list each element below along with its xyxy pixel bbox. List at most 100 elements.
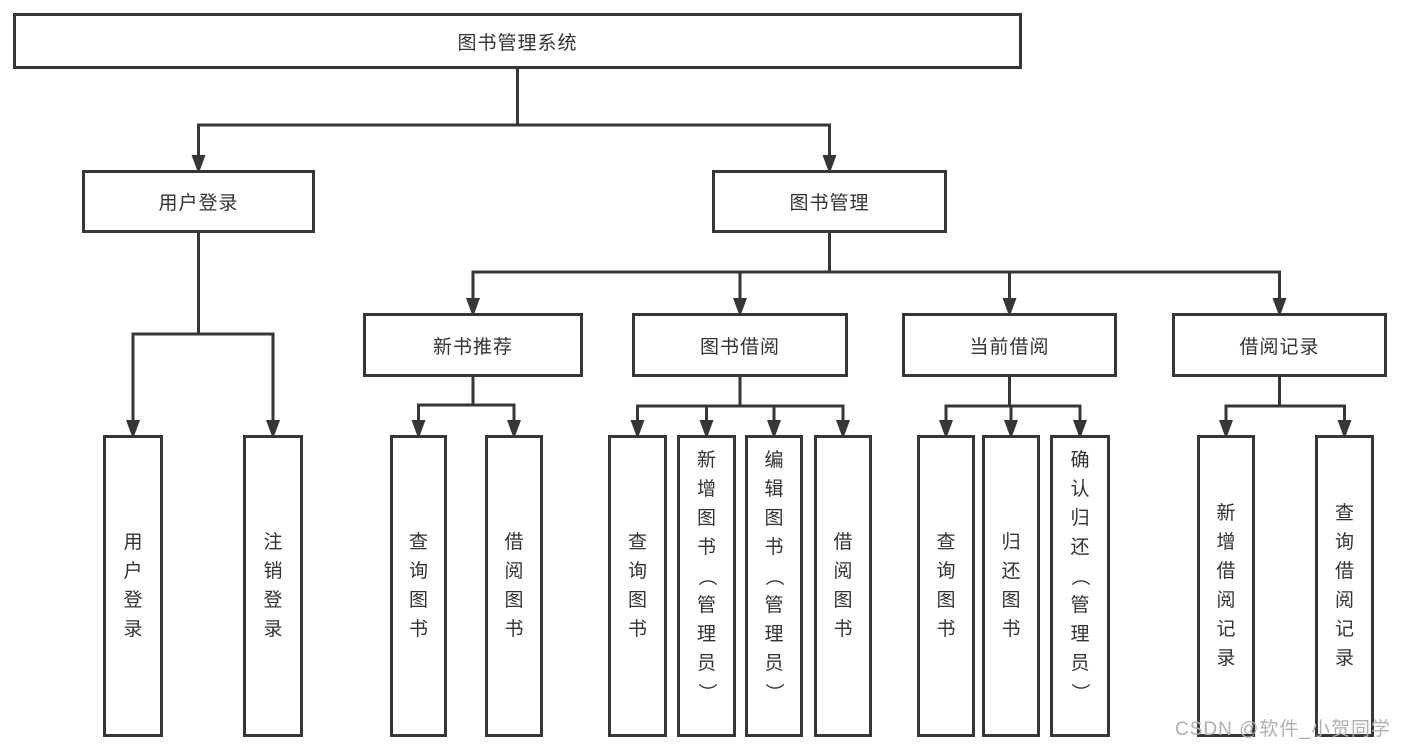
vertical-char: 户 (123, 561, 143, 582)
vertical-char: 还 (1001, 561, 1021, 582)
vertical-char: 图 (1001, 590, 1021, 611)
node-label-leaf-add-borrow-record: 新增借阅记录 (1216, 499, 1235, 673)
node-leaf-query-book-current: 查询图书 (917, 435, 975, 737)
vertical-char: 询 (936, 561, 956, 582)
node-leaf-edit-book: 编辑图书（管理员） (745, 435, 803, 737)
vertical-char: 书 (627, 619, 647, 640)
vertical-char: 销 (263, 561, 283, 582)
vertical-char: 理 (764, 624, 784, 645)
vertical-char: 录 (1334, 648, 1354, 669)
node-label-root: 图书管理系统 (457, 32, 578, 54)
vertical-char: 记 (1216, 619, 1236, 640)
node-label-leaf-borrow-book: 借阅图书 (833, 528, 852, 644)
vertical-char: （ (695, 566, 717, 587)
node-leaf-logout: 注销登录 (243, 435, 303, 737)
vertical-char: 归 (1070, 508, 1090, 529)
vertical-char: ） (1069, 682, 1091, 703)
arrowhead (733, 298, 747, 317)
vertical-char: 借 (504, 532, 524, 553)
node-new-book-rec: 新书推荐 (363, 313, 583, 377)
vertical-char: 书 (936, 619, 956, 640)
vertical-char: 图 (936, 590, 956, 611)
vertical-char: ） (695, 682, 717, 703)
vertical-char: 查 (408, 532, 428, 553)
vertical-char: 借 (1216, 561, 1236, 582)
vertical-char: 录 (1216, 648, 1236, 669)
vertical-char: 借 (1334, 561, 1354, 582)
vertical-char: 图 (764, 508, 784, 529)
node-user-login: 用户登录 (82, 170, 315, 233)
vertical-char: 借 (833, 532, 853, 553)
vertical-char: 图 (504, 590, 524, 611)
vertical-char: 登 (123, 590, 143, 611)
node-leaf-return-book: 归还图书 (982, 435, 1040, 737)
node-leaf-query-borrow-record: 查询借阅记录 (1315, 435, 1374, 737)
node-book-mgmt: 图书管理 (712, 170, 947, 233)
node-label-borrow-records: 借阅记录 (1239, 336, 1320, 358)
vertical-char: 阅 (504, 561, 524, 582)
vertical-char: 书 (696, 537, 716, 558)
node-label-book-borrow: 图书借阅 (699, 336, 780, 358)
arrowhead (699, 420, 714, 439)
node-current-borrow: 当前借阅 (902, 313, 1117, 377)
vertical-char: 询 (627, 561, 647, 582)
vertical-char: 管 (1070, 595, 1090, 616)
node-label-current-borrow: 当前借阅 (969, 336, 1050, 358)
arrowhead (411, 420, 426, 439)
vertical-char: 书 (764, 537, 784, 558)
vertical-char: 图 (696, 508, 716, 529)
node-label-leaf-query-borrow-record: 查询借阅记录 (1335, 499, 1354, 673)
vertical-char: 管 (764, 595, 784, 616)
vertical-char: 书 (1001, 619, 1021, 640)
vertical-char: 录 (123, 619, 143, 640)
node-label-book-mgmt: 图书管理 (789, 193, 870, 214)
vertical-char: （ (763, 566, 785, 587)
vertical-char: 录 (263, 619, 283, 640)
vertical-char: 登 (263, 590, 283, 611)
arrowhead (822, 155, 837, 174)
node-leaf-borrow-book-rec: 借阅图书 (485, 435, 543, 737)
vertical-char: 理 (696, 624, 716, 645)
vertical-char: 员 (1070, 653, 1090, 674)
vertical-char: 书 (408, 619, 428, 640)
watermark: CSDN @软件_小贺同学 (1175, 719, 1391, 740)
vertical-char: 询 (408, 561, 428, 582)
vertical-char: 书 (504, 619, 524, 640)
vertical-char: 询 (1334, 532, 1354, 553)
vertical-char: 理 (1070, 624, 1090, 645)
arrowhead (466, 298, 480, 317)
vertical-char: 新 (1216, 503, 1236, 524)
node-root: 图书管理系统 (13, 13, 1022, 69)
vertical-char: 图 (627, 590, 647, 611)
arrowhead (191, 155, 206, 174)
node-label-new-book-rec: 新书推荐 (432, 336, 513, 358)
arrowhead (1337, 420, 1352, 439)
node-label-leaf-return-book: 归还图书 (1001, 528, 1020, 644)
vertical-char: 查 (1334, 503, 1354, 524)
node-book-borrow: 图书借阅 (632, 313, 848, 377)
vertical-char: 新 (696, 450, 716, 471)
vertical-char: 注 (263, 532, 283, 553)
node-leaf-query-book-rec: 查询图书 (390, 435, 447, 737)
node-label-leaf-query-book-borrow: 查询图书 (628, 528, 647, 644)
vertical-char: 还 (1070, 537, 1090, 558)
vertical-char: 归 (1001, 532, 1021, 553)
vertical-char: 辑 (764, 479, 784, 500)
vertical-char: ） (763, 682, 785, 703)
arrowhead (1004, 420, 1018, 439)
node-label-leaf-borrow-book-rec: 借阅图书 (504, 528, 523, 644)
vertical-char: 查 (936, 532, 956, 553)
node-leaf-add-book: 新增图书 （ 管理员 ） (677, 435, 736, 737)
arrowhead (266, 420, 280, 439)
vertical-char: 确 (1070, 450, 1090, 471)
node-leaf-borrow-book: 借阅图书 (814, 435, 872, 737)
vertical-char: 阅 (1334, 590, 1354, 611)
node-leaf-confirm-return: 确认归还（管理员） (1050, 435, 1110, 737)
vertical-char: 增 (1216, 532, 1236, 553)
arrowhead (767, 420, 781, 439)
node-leaf-user-login: 用户登录 (103, 435, 163, 737)
vertical-char: 员 (696, 653, 716, 674)
vertical-char: 管 (696, 595, 716, 616)
vertical-char: 增 (696, 479, 716, 500)
node-leaf-add-borrow-record: 新增借阅记录 (1197, 435, 1255, 737)
